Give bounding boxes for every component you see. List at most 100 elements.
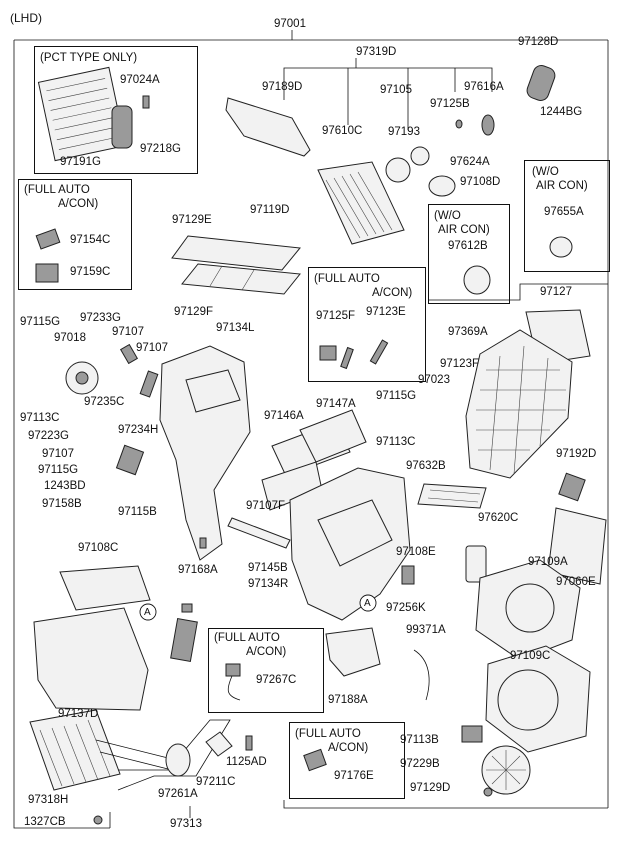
full-auto-4-title-1: (FULL AUTO xyxy=(295,728,361,740)
part-label: 97109C xyxy=(510,650,551,662)
part-label: 97129F xyxy=(174,306,214,318)
ref-a1-label: A xyxy=(144,607,151,618)
part-label: 97189D xyxy=(262,81,303,93)
full-auto-box-3 xyxy=(208,628,324,713)
part-label: 97610C xyxy=(322,125,363,137)
pct-type-box xyxy=(34,46,198,174)
part-label: 97119D xyxy=(250,204,290,216)
part-label: 97108E xyxy=(396,546,436,558)
part-label: 97159C xyxy=(70,266,111,278)
part-label: 1327CB xyxy=(24,816,66,828)
wo-aircon-2-title-1: (W/O xyxy=(434,210,461,222)
part-label: 97191G xyxy=(60,156,101,168)
ref-a1-circle xyxy=(139,603,157,621)
full-auto-4-title-2: A/CON) xyxy=(328,742,369,754)
part-label: 97115G xyxy=(376,390,417,402)
part-label: 97113C xyxy=(20,412,60,424)
part-label: 97107 xyxy=(136,342,168,354)
part-label: 97024A xyxy=(120,74,160,86)
part-label: 97624A xyxy=(450,156,490,168)
full-auto-1-title-2: A/CON) xyxy=(58,198,99,210)
full-auto-box-1 xyxy=(18,179,132,290)
part-label: 97369A xyxy=(448,326,488,338)
part-label: 97223G xyxy=(28,430,69,442)
part-label: 97146A xyxy=(264,410,304,422)
part-label: 97188A xyxy=(328,694,368,706)
part-label: 97655A xyxy=(544,206,584,218)
part-label: 97176E xyxy=(334,770,374,782)
part-label: 97023 xyxy=(418,374,450,386)
part-label: 97154C xyxy=(70,234,111,246)
part-label: 97113C xyxy=(376,436,416,448)
part-label: 97107F xyxy=(246,500,286,512)
part-label: 97125F xyxy=(316,310,356,322)
part-label: 97129D xyxy=(410,782,451,794)
part-label: 1243BD xyxy=(44,480,86,492)
part-label: 97193 xyxy=(388,126,420,138)
part-label: 97108C xyxy=(78,542,119,554)
full-auto-box-4 xyxy=(289,722,405,799)
part-label: 1244BG xyxy=(540,106,583,118)
part-label: 97125B xyxy=(430,98,470,110)
part-label: 97158B xyxy=(42,498,82,510)
part-label: 97229B xyxy=(400,758,440,770)
part-label: 97147A xyxy=(316,398,356,410)
part-label: 97145B xyxy=(248,562,288,574)
full-auto-box-2 xyxy=(308,267,426,382)
wo-aircon-box-1 xyxy=(524,160,610,272)
wo-aircon-1-title-2: AIR CON) xyxy=(536,180,588,192)
part-label: 97620C xyxy=(478,512,519,524)
part-label: 97235C xyxy=(84,396,125,408)
part-label: 97115B xyxy=(118,506,157,518)
variant-label: (LHD) xyxy=(10,11,42,25)
part-label: 97612B xyxy=(448,240,488,252)
part-label: 1125AD xyxy=(226,756,267,768)
part-label: 97134L xyxy=(216,322,255,334)
part-label: 97318H xyxy=(28,794,69,806)
full-auto-3-title-1: (FULL AUTO xyxy=(214,632,280,644)
full-auto-1-title-1: (FULL AUTO xyxy=(24,184,90,196)
full-auto-2-title-2: A/CON) xyxy=(372,287,413,299)
part-label: 97261A xyxy=(158,788,198,800)
part-label: 97168A xyxy=(178,564,218,576)
part-label: 97256K xyxy=(386,602,426,614)
part-label: 97060E xyxy=(556,576,596,588)
part-label: 97128D xyxy=(518,36,559,48)
wo-aircon-2-title-2: AIR CON) xyxy=(438,224,490,236)
part-label: 97137D xyxy=(58,708,99,720)
part-label: 97107 xyxy=(112,326,144,338)
part-label: 97127 xyxy=(540,286,572,298)
part-label: 97234H xyxy=(118,424,159,436)
part-label: 97108D xyxy=(460,176,501,188)
part-label: 97109A xyxy=(528,556,568,568)
part-label: 97123F xyxy=(440,358,480,370)
part-label: 97211C xyxy=(196,776,236,788)
pct-box-title: (PCT TYPE ONLY) xyxy=(40,52,138,64)
part-label: 99371A xyxy=(406,624,446,636)
part-label: 97233G xyxy=(80,312,121,324)
part-label: 97018 xyxy=(54,332,86,344)
part-label: 97192D xyxy=(556,448,597,460)
part-label: 97105 xyxy=(380,84,412,96)
assembly-number: 97001 xyxy=(274,18,306,30)
part-label: 97632B xyxy=(406,460,446,472)
full-auto-3-title-2: A/CON) xyxy=(246,646,287,658)
part-label: 97134R xyxy=(248,578,289,590)
part-label: 97113B xyxy=(400,734,439,746)
sub-assembly-number: 97319D xyxy=(356,46,397,58)
part-label: 97313 xyxy=(170,818,202,830)
wo-aircon-1-title-1: (W/O xyxy=(532,166,559,178)
part-label: 97123E xyxy=(366,306,406,318)
ref-a2-circle xyxy=(359,594,377,612)
part-label: 97218G xyxy=(140,143,181,155)
part-label: 97616A xyxy=(464,81,504,93)
part-label: 97115G xyxy=(20,316,61,328)
wo-aircon-box-2 xyxy=(428,204,510,304)
part-label: 97107 xyxy=(42,448,74,460)
part-label: 97129E xyxy=(172,214,212,226)
part-label: 97115G xyxy=(38,464,79,476)
ref-a2-label: A xyxy=(364,598,371,609)
full-auto-2-title-1: (FULL AUTO xyxy=(314,273,380,285)
